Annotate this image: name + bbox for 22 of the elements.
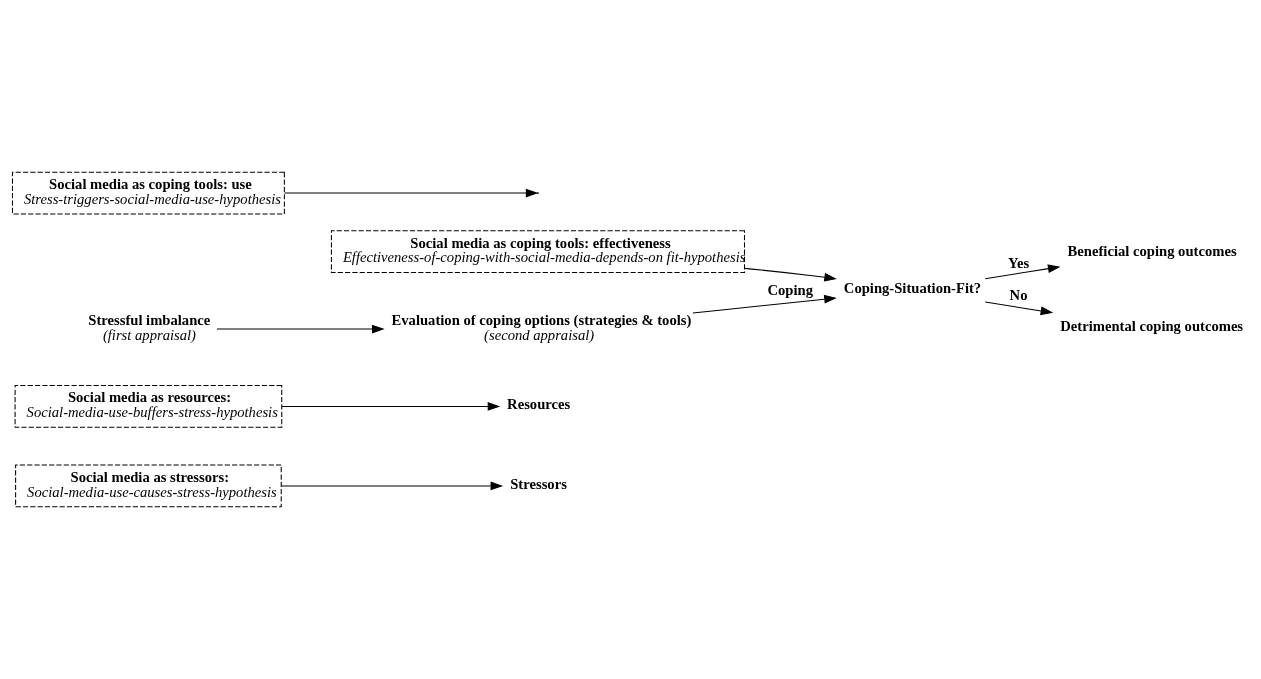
arrow <box>692 294 837 314</box>
arrow <box>984 301 1054 316</box>
node-text: Detrimental coping outcomes <box>1060 317 1244 334</box>
node-text: Coping-Situation-Fit? <box>843 280 982 297</box>
node-text: Stressful imbalance (first appraisal) <box>88 312 211 343</box>
arrow <box>283 188 539 198</box>
arrow <box>984 264 1061 280</box>
arrow <box>281 402 501 411</box>
node-box: Social media as coping tools: effectiveness Effectiveness-of-coping-with-social-media-depends-on fit-hypothesis <box>330 230 745 274</box>
edge-label: Coping <box>767 281 814 298</box>
edge-label: Yes <box>1008 254 1030 271</box>
node-box: Social media as resources: Social-media-use-buffers-stress-hypothesis <box>14 385 283 428</box>
node-text: Beneficial coping outcomes <box>1067 242 1237 259</box>
arrow <box>216 324 385 334</box>
node-box: Social media as stressors: Social-media-use-causes-stress-hypothesis <box>15 464 282 508</box>
edge-label: No <box>1009 286 1028 303</box>
node-box: Social media as coping tools: use Stress-triggers-social-media-use-hypothesis <box>11 171 285 215</box>
node-text: Resources <box>507 396 571 413</box>
node-text: Stressors <box>510 475 567 492</box>
arrow <box>280 481 504 491</box>
node-text: Evaluation of coping options (strategies & tools) (second appraisal) <box>391 312 692 343</box>
arrow <box>744 267 837 282</box>
